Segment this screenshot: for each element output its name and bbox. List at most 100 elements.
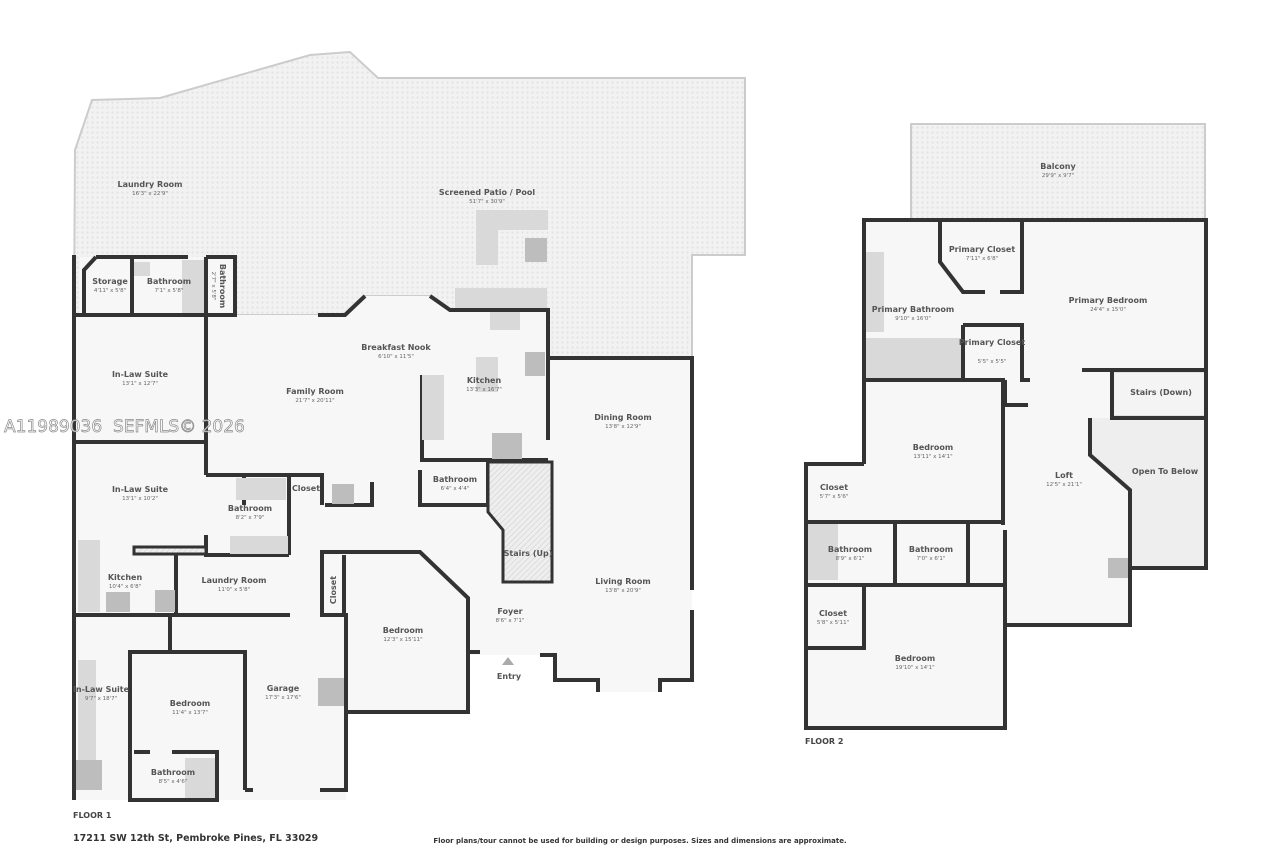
- floor-1-labels: Laundry Room 16'3" x 22'9" Screened Patio…: [73, 180, 652, 820]
- svg-text:8'2" x 7'9": 8'2" x 7'9": [236, 515, 265, 521]
- room-label: Bathroom 7'0" x 6'1": [909, 545, 953, 562]
- room-label: Stairs (Up): [504, 549, 553, 558]
- svg-text:Primary Bathroom: Primary Bathroom: [872, 305, 955, 314]
- svg-text:Garage: Garage: [267, 684, 300, 693]
- svg-text:Screened Patio / Pool: Screened Patio / Pool: [439, 188, 535, 197]
- svg-text:7'1" x 5'8": 7'1" x 5'8": [155, 288, 184, 294]
- room-label: Bedroom 19'10" x 14'1": [895, 654, 936, 671]
- svg-text:Closet: Closet: [329, 576, 338, 604]
- room-label: Laundry Room 11'0" x 5'8": [201, 576, 266, 593]
- svg-text:Foyer: Foyer: [497, 607, 522, 616]
- room-label: Primary Closet 5'5" x 5'5": [959, 338, 1026, 365]
- room-label: Storage 4'11" x 5'8": [92, 277, 128, 294]
- svg-text:Kitchen: Kitchen: [108, 573, 143, 582]
- svg-text:13'1" x 10'2": 13'1" x 10'2": [122, 496, 158, 502]
- svg-text:Living Room: Living Room: [595, 577, 651, 586]
- svg-text:Closet: Closet: [820, 483, 848, 492]
- svg-text:6'4" x 4'4": 6'4" x 4'4": [441, 486, 470, 492]
- svg-text:24'4" x 15'0": 24'4" x 15'0": [1090, 307, 1126, 313]
- svg-text:Primary Closet: Primary Closet: [959, 338, 1026, 347]
- svg-text:Balcony: Balcony: [1040, 162, 1076, 171]
- floor-1: [72, 50, 746, 802]
- svg-text:11'0" x 5'8": 11'0" x 5'8": [218, 587, 250, 593]
- svg-text:Bedroom: Bedroom: [895, 654, 936, 663]
- svg-text:Bathroom: Bathroom: [218, 264, 227, 308]
- svg-text:4'11" x 5'8": 4'11" x 5'8": [94, 288, 126, 294]
- floor-1-interior: [74, 296, 692, 800]
- svg-text:13'1" x 12'7": 13'1" x 12'7": [122, 381, 158, 387]
- room-label: Kitchen 13'3" x 16'7": [466, 376, 502, 393]
- svg-text:Bathroom: Bathroom: [228, 504, 272, 513]
- balcony-area: [910, 123, 1206, 221]
- svg-text:Storage: Storage: [92, 277, 128, 286]
- room-label: Closet: [329, 576, 338, 604]
- room-label: Dining Room 13'8" x 12'9": [594, 413, 652, 430]
- room-label: Open To Below: [1132, 467, 1199, 476]
- room-label: Bedroom 11'4" x 13'7": [170, 699, 211, 716]
- svg-text:Stairs (Down): Stairs (Down): [1130, 388, 1192, 397]
- room-label: Bathroom 6'4" x 4'4": [433, 475, 477, 492]
- svg-text:16'3" x 22'9": 16'3" x 22'9": [132, 191, 168, 197]
- svg-text:7'11" x 6'8": 7'11" x 6'8": [966, 256, 998, 262]
- svg-text:Laundry Room: Laundry Room: [201, 576, 266, 585]
- svg-text:Bathroom: Bathroom: [828, 545, 872, 554]
- svg-text:In-Law Suite: In-Law Suite: [112, 370, 169, 379]
- room-label: Primary Bathroom 9'10" x 16'0": [872, 305, 955, 322]
- svg-text:19'10" x 14'1": 19'10" x 14'1": [895, 665, 934, 671]
- storage-room: [80, 257, 234, 315]
- svg-text:13'3" x 16'7": 13'3" x 16'7": [466, 387, 502, 393]
- svg-text:Kitchen: Kitchen: [467, 376, 502, 385]
- svg-text:9'10" x 16'0": 9'10" x 16'0": [895, 316, 931, 322]
- svg-text:Bathroom: Bathroom: [433, 475, 477, 484]
- svg-text:6'10" x 11'5": 6'10" x 11'5": [378, 354, 414, 360]
- svg-text:Bedroom: Bedroom: [170, 699, 211, 708]
- room-label: Kitchen 10'4" x 6'8": [108, 573, 143, 590]
- room-label: Screened Patio / Pool 51'7" x 30'9": [439, 188, 535, 205]
- svg-text:Breakfast Nook: Breakfast Nook: [361, 343, 431, 352]
- svg-text:13'8" x 12'9": 13'8" x 12'9": [605, 424, 641, 430]
- svg-text:Family Room: Family Room: [286, 387, 344, 396]
- svg-text:51'7" x 30'9": 51'7" x 30'9": [469, 199, 505, 205]
- svg-text:13'11" x 14'1": 13'11" x 14'1": [913, 454, 952, 460]
- svg-text:Open To Below: Open To Below: [1132, 467, 1199, 476]
- svg-text:Primary Bedroom: Primary Bedroom: [1069, 296, 1148, 305]
- svg-text:12'5" x 21'1": 12'5" x 21'1": [1046, 482, 1082, 488]
- svg-text:Laundry Room: Laundry Room: [117, 180, 182, 189]
- svg-text:11'4" x 13'7": 11'4" x 13'7": [172, 710, 208, 716]
- svg-text:7'0" x 6'1": 7'0" x 6'1": [917, 556, 946, 562]
- entry-arrow-icon: [502, 657, 514, 665]
- room-label: Stairs (Down): [1130, 388, 1192, 397]
- room-label: Bedroom 13'11" x 14'1": [913, 443, 954, 460]
- floor-2-label: FLOOR 2: [805, 737, 843, 746]
- svg-text:Bedroom: Bedroom: [913, 443, 954, 452]
- svg-text:2'7" x 5'8": 2'7" x 5'8": [210, 272, 216, 301]
- room-label: Laundry Room 16'3" x 22'9": [117, 180, 182, 197]
- room-label: Primary Bedroom 24'4" x 15'0": [1069, 296, 1148, 313]
- svg-text:10'4" x 6'8": 10'4" x 6'8": [109, 584, 141, 590]
- svg-text:Bathroom: Bathroom: [147, 277, 191, 286]
- svg-text:Bathroom: Bathroom: [909, 545, 953, 554]
- svg-text:Closet: Closet: [819, 609, 847, 618]
- floor-2: [804, 123, 1208, 730]
- svg-text:5'5" x 5'5": 5'5" x 5'5": [978, 359, 1007, 365]
- watermark: A11989036 SEFMLS© 2026: [4, 417, 245, 437]
- svg-text:Dining Room: Dining Room: [594, 413, 652, 422]
- svg-text:In-Law Suite: In-Law Suite: [73, 685, 130, 694]
- svg-text:Bathroom: Bathroom: [151, 768, 195, 777]
- room-label: Bathroom 8'2" x 7'9": [228, 504, 272, 521]
- room-label: Bathroom 8'9" x 6'1": [828, 545, 872, 562]
- floor-1-label: FLOOR 1: [73, 811, 112, 820]
- entry-label: Entry: [497, 672, 522, 681]
- svg-text:8'9" x 6'1": 8'9" x 6'1": [836, 556, 865, 562]
